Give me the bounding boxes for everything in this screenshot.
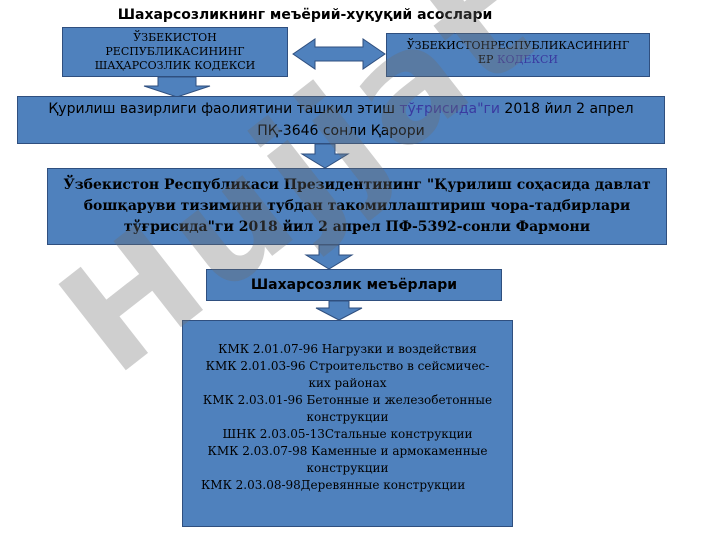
- land-code-line2-a: ЕР: [478, 53, 497, 66]
- decree-text: Ўзбекистон Республикаси Президентининг "…: [63, 177, 651, 235]
- norm-line: КМК 2.03.07-98 Каменные и армокаменные: [207, 444, 488, 458]
- code-left-line: РЕСПУБЛИКАСИНИНГ: [105, 45, 245, 58]
- norms-text: Шахарсозлик меъёрлари: [250, 277, 458, 293]
- presidential-decree-box: Ўзбекистон Республикаси Президентининг "…: [47, 168, 667, 245]
- land-code-line2: ЕР КОДЕКСИ: [407, 53, 630, 67]
- double-arrow: [292, 38, 386, 70]
- down-arrow-4: [315, 300, 363, 321]
- down-arrow-2: [300, 143, 350, 169]
- resolution-text-c: 2018 йил 2 апрел ПҚ-3646 сонли Қарори: [257, 101, 634, 139]
- norm-line: КМК 2.03.01-96 Бетонные и железобетонные: [202, 393, 493, 407]
- land-code-box: ЎЗБЕКИСТОНРЕСПУБЛИКАСИНИНГ ЕР КОДЕКСИ: [386, 33, 650, 77]
- norm-line: КМК 2.03.08-98Деревянные конструкции: [201, 478, 466, 492]
- norm-line: конструкции: [306, 461, 389, 475]
- ministry-resolution-box: Қурилиш вазирлиги фаолиятини ташкил этиш…: [17, 96, 665, 144]
- norm-line: КМК 2.01.07-96 Нагрузки и воздействия: [218, 342, 477, 356]
- land-code-line2-b: КОДЕКСИ: [496, 53, 558, 66]
- code-left-line: ШАҲАРСОЗЛИК КОДЕКСИ: [94, 59, 256, 72]
- land-code-line1: ЎЗБЕКИСТОНРЕСПУБЛИКАСИНИНГ: [406, 39, 630, 52]
- code-left-line: ЎЗБЕКИСТОН: [133, 31, 217, 44]
- norm-line: ШНК 2.03.05-13Стальные конструкции: [222, 427, 473, 441]
- urban-norms-box: Шахарсозлик меъёрлари: [206, 269, 502, 301]
- norm-line: конструкции: [306, 410, 389, 424]
- down-arrow-1: [143, 76, 211, 98]
- resolution-text-b: тўғрисида"ги: [399, 101, 500, 117]
- norm-line: КМК 2.01.03-96 Строительство в сейсмичес…: [205, 359, 490, 373]
- down-arrow-3: [304, 244, 354, 270]
- norms-list-box: КМК 2.01.07-96 Нагрузки и воздействия КМ…: [182, 320, 513, 527]
- norm-line: ких районах: [308, 376, 387, 390]
- diagram-title: Шахарсозликнинг меъёрий-хуқуқий асослари: [117, 7, 493, 23]
- resolution-text-a: Қурилиш вазирлиги фаолиятини ташкил этиш: [48, 101, 400, 117]
- urban-planning-code-box: ЎЗБЕКИСТОН РЕСПУБЛИКАСИНИНГ ШАҲАРСОЗЛИК …: [62, 27, 288, 77]
